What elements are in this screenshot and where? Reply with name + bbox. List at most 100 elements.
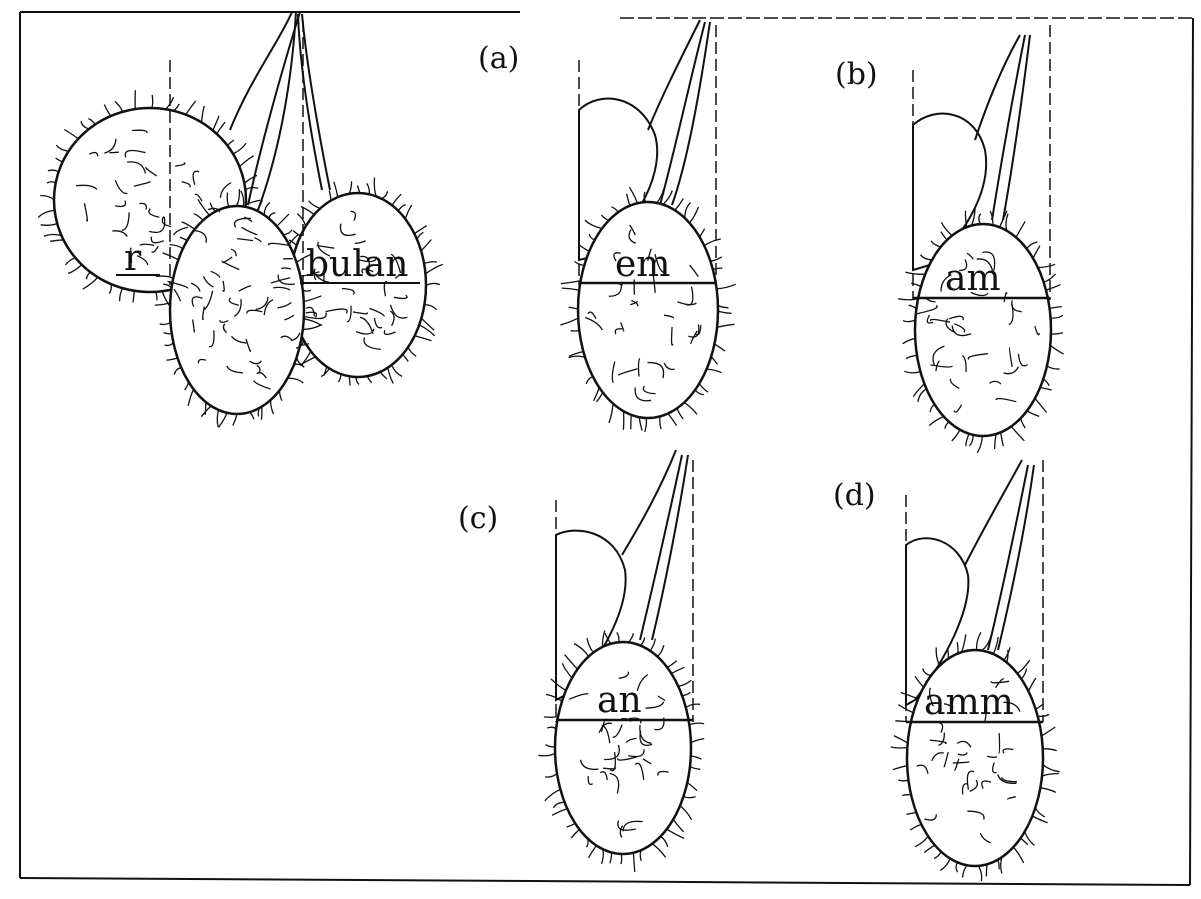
hair-stroke [233, 143, 246, 154]
panel-a-fruit [578, 202, 718, 418]
panel-label-a: (a) [478, 41, 519, 76]
hair-stroke [691, 739, 704, 743]
hair-stroke [700, 229, 705, 237]
hair-stroke [104, 105, 111, 116]
hair-stroke [392, 365, 403, 376]
hair-stroke [929, 417, 944, 426]
hair-stroke [269, 213, 275, 219]
hair-stroke [904, 371, 920, 373]
hair-stroke [571, 829, 579, 838]
hair-stroke [634, 853, 635, 872]
hair-stroke [671, 667, 684, 673]
hair-stroke [250, 412, 254, 419]
hair-stroke [48, 170, 59, 172]
hair-stroke [545, 774, 557, 778]
hair-stroke [258, 408, 259, 416]
hair-stroke [545, 789, 561, 801]
hair-stroke [565, 655, 578, 670]
hair-stroke [602, 849, 604, 864]
hair-stroke [575, 261, 585, 265]
hair-stroke [182, 182, 191, 188]
hair-stroke [941, 232, 948, 240]
hair-stroke [667, 661, 677, 668]
hair-stroke [125, 150, 145, 157]
hair-stroke [544, 716, 558, 717]
hair-stroke [903, 320, 915, 321]
hair-stroke [586, 839, 588, 847]
hair-stroke [941, 222, 952, 236]
hair-stroke [906, 355, 917, 358]
panel-label-d: (d) [833, 478, 876, 513]
hair-stroke [574, 644, 589, 657]
hair-stroke [415, 336, 432, 341]
hair-stroke [233, 414, 237, 426]
hair-stroke [84, 203, 87, 221]
hair-stroke [902, 795, 911, 796]
hair-stroke [109, 284, 111, 293]
hair-stroke [1040, 788, 1055, 793]
hair-stroke [924, 845, 935, 852]
hair-stroke [408, 347, 416, 356]
hair-stroke [1001, 857, 1002, 873]
hair-stroke [213, 116, 219, 131]
hair-stroke [689, 723, 704, 725]
hair-stroke [414, 226, 426, 234]
hair-stroke [426, 264, 443, 273]
hair-stroke [122, 212, 129, 230]
panel-label-c: (c) [458, 501, 498, 536]
hair-stroke [217, 122, 225, 134]
hair-stroke [149, 209, 159, 218]
hair-stroke [663, 191, 672, 205]
hair-stroke [44, 235, 62, 237]
hair-stroke [1011, 427, 1024, 441]
hair-stroke [1036, 705, 1043, 710]
hair-stroke [561, 281, 581, 284]
panel-d-word: amm [924, 682, 1014, 723]
hair-stroke [915, 676, 924, 687]
hair-stroke [50, 240, 63, 242]
hair-stroke [1042, 774, 1059, 777]
hair-stroke [627, 194, 630, 206]
hair-stroke [394, 295, 407, 298]
label-r: r [124, 238, 142, 279]
hair-stroke [552, 809, 567, 816]
hair-stroke [675, 199, 683, 211]
hair-stroke [621, 854, 622, 864]
hair-stroke [685, 203, 691, 219]
hair-stroke [1029, 678, 1036, 691]
hair-stroke [589, 846, 597, 858]
hair-stroke [309, 201, 321, 209]
hair-stroke [684, 402, 697, 414]
hair-stroke [88, 119, 95, 125]
hair-stroke [115, 101, 123, 112]
hair-stroke [424, 305, 436, 310]
hair-stroke [965, 211, 966, 227]
hair-stroke [1043, 749, 1057, 751]
hair-stroke [906, 813, 916, 815]
hair-stroke [687, 783, 697, 791]
hair-stroke [347, 306, 351, 322]
hair-stroke [140, 244, 154, 245]
hair-stroke [1032, 816, 1047, 823]
hair-stroke [156, 276, 173, 278]
hair-stroke [202, 106, 205, 123]
hair-stroke [1021, 838, 1028, 845]
hair-stroke [715, 344, 726, 351]
hair-stroke [977, 436, 982, 453]
hair-stroke [151, 237, 164, 243]
hair-stroke [617, 632, 619, 642]
hair-stroke [667, 829, 684, 838]
hair-stroke [1051, 315, 1063, 318]
hair-stroke [86, 272, 90, 279]
hair-stroke [329, 191, 331, 201]
hair-stroke [680, 806, 692, 820]
hair-stroke [923, 669, 931, 676]
hair-stroke [995, 434, 996, 449]
hair-stroke [155, 303, 170, 306]
hair-stroke [629, 187, 637, 203]
hair-stroke [569, 307, 578, 309]
hair-stroke [1016, 221, 1025, 237]
hair-stroke [244, 175, 257, 183]
hair-stroke [384, 330, 395, 334]
hair-stroke [610, 853, 612, 864]
